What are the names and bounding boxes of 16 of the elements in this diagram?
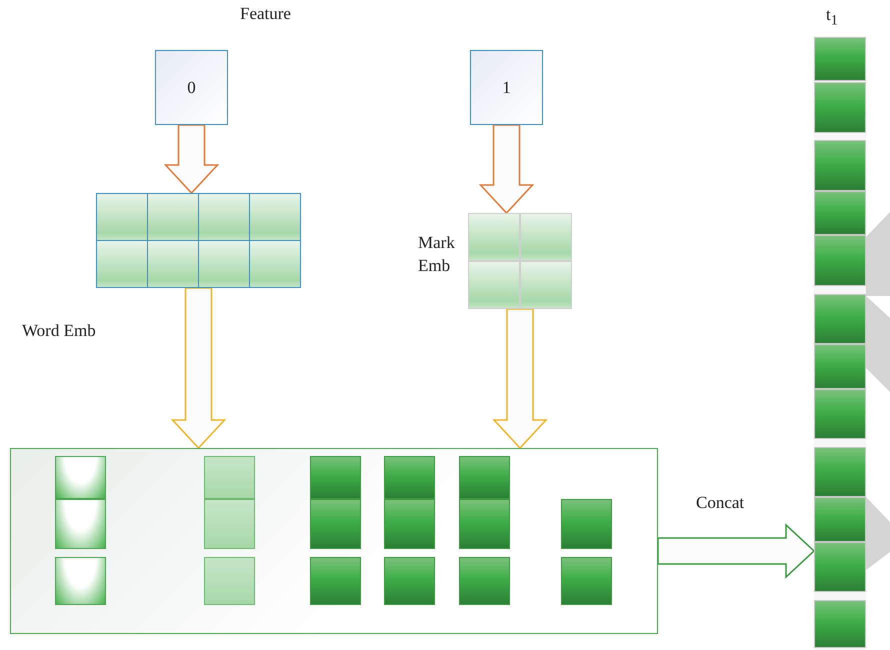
node-caption: t$_{1}$: [826, 4, 839, 30]
embedding-grid: [468, 213, 572, 309]
node-caption: Word Emb: [22, 320, 97, 342]
vector-column: [814, 36, 866, 650]
edge-label: Concat: [696, 493, 744, 513]
block-arrow: [170, 287, 226, 450]
embedding-grid: [96, 193, 301, 288]
block-arrow: [492, 308, 548, 450]
feature-box: 0: [155, 50, 228, 125]
embedding-panel: [10, 448, 658, 634]
block-arrow: [657, 523, 816, 579]
title: Feature: [240, 4, 291, 24]
node-caption: Mark Emb: [418, 232, 456, 277]
feature-box: 1: [470, 50, 543, 125]
block-arrow: [478, 124, 534, 214]
block-arrow: [164, 124, 220, 194]
